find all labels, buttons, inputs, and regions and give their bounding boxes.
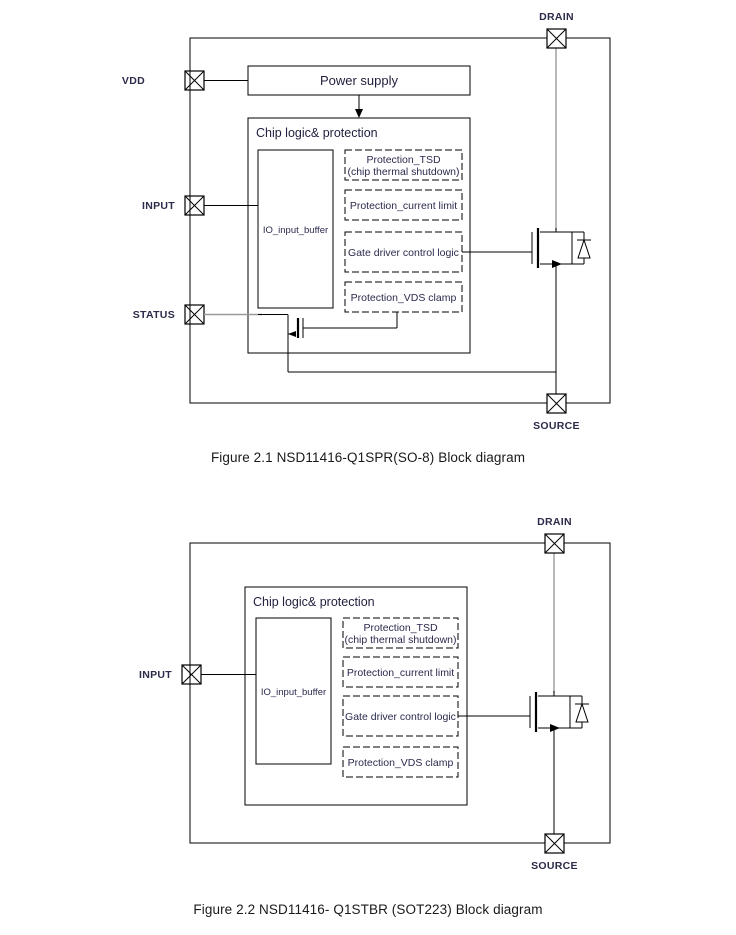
pad-source-x2-2	[544, 833, 565, 854]
io-input-buffer-block-1	[257, 149, 334, 309]
protection-tsd-label-line2-1: (chip thermal shutdown)	[347, 166, 459, 178]
gate-driver-label-2: Gate driver control logic	[345, 711, 456, 723]
package-outline-1	[189, 37, 611, 404]
io-input-buffer-label-2: IO_input_buffer	[261, 687, 326, 698]
package-outline-2	[189, 542, 611, 844]
figure-1-caption: Figure 2.1 NSD11416-Q1SPR(SO-8) Block di…	[210, 450, 526, 465]
body-diode-triangle-2	[575, 702, 589, 723]
pad-drain-x2-2	[544, 533, 565, 554]
chip-logic-block-2	[244, 586, 468, 806]
pad-input-x2-1	[184, 195, 205, 216]
protection-vds-block-1	[344, 281, 463, 313]
protection-vds-label-1: Protection_VDS clamp	[351, 292, 457, 304]
protection-current-limit-block-2	[342, 656, 459, 688]
pad-drain-x2-1	[546, 28, 567, 49]
io-input-buffer-block-2	[255, 617, 332, 765]
protection-tsd-label-line1-2: Protection_TSD	[363, 622, 438, 634]
protection-current-limit-label-1: Protection_current limit	[350, 200, 457, 212]
figure-1-block-diagram: Power supply VDD Chip logic& protection …	[122, 11, 611, 432]
protection-tsd-block-2	[342, 617, 459, 649]
pin-label-drain-2: DRAIN	[537, 516, 572, 528]
pin-label-status: STATUS	[133, 309, 175, 321]
body-diode-triangle-1	[577, 238, 591, 259]
fet-source-arrow-2	[550, 724, 560, 732]
protection-tsd-block-1	[344, 149, 463, 181]
chip-logic-label-1: Chip logic& protection	[256, 126, 378, 140]
pin-label-input-2: INPUT	[139, 669, 172, 681]
protection-tsd-label-line2-2: (chip thermal shutdown)	[344, 634, 456, 646]
power-supply-label: Power supply	[320, 73, 399, 88]
fet-source-arrow-1	[552, 260, 562, 268]
pin-label-source-2: SOURCE	[531, 860, 578, 872]
gate-driver-label-1: Gate driver control logic	[348, 247, 459, 259]
figure-2-caption: Figure 2.2 NSD11416- Q1STBR (SOT223) Blo…	[193, 902, 543, 917]
pad-vdd-x2	[184, 70, 205, 91]
pin-label-vdd: VDD	[122, 75, 145, 87]
arrow-power-to-logic	[355, 109, 363, 118]
protection-current-limit-label-2: Protection_current limit	[347, 667, 454, 679]
status-fet-source-arrow	[288, 331, 296, 337]
figure-2-block-diagram: Chip logic& protection IO_input_buffer P…	[139, 516, 611, 872]
io-input-buffer-label-1: IO_input_buffer	[263, 225, 328, 236]
pin-label-drain-1: DRAIN	[539, 11, 574, 23]
chip-logic-label-2: Chip logic& protection	[253, 595, 375, 609]
protection-vds-label-2: Protection_VDS clamp	[348, 757, 454, 769]
protection-current-limit-block-1	[344, 189, 463, 221]
pin-label-input-1: INPUT	[142, 200, 175, 212]
pad-status-x2	[184, 304, 205, 325]
pin-label-source-1: SOURCE	[533, 420, 580, 432]
protection-vds-block-2	[342, 746, 459, 778]
pad-input-x2-2	[181, 664, 202, 685]
chip-logic-block-1	[247, 117, 471, 354]
protection-tsd-label-line1-1: Protection_TSD	[366, 154, 441, 166]
pad-source-x2-1	[546, 393, 567, 414]
